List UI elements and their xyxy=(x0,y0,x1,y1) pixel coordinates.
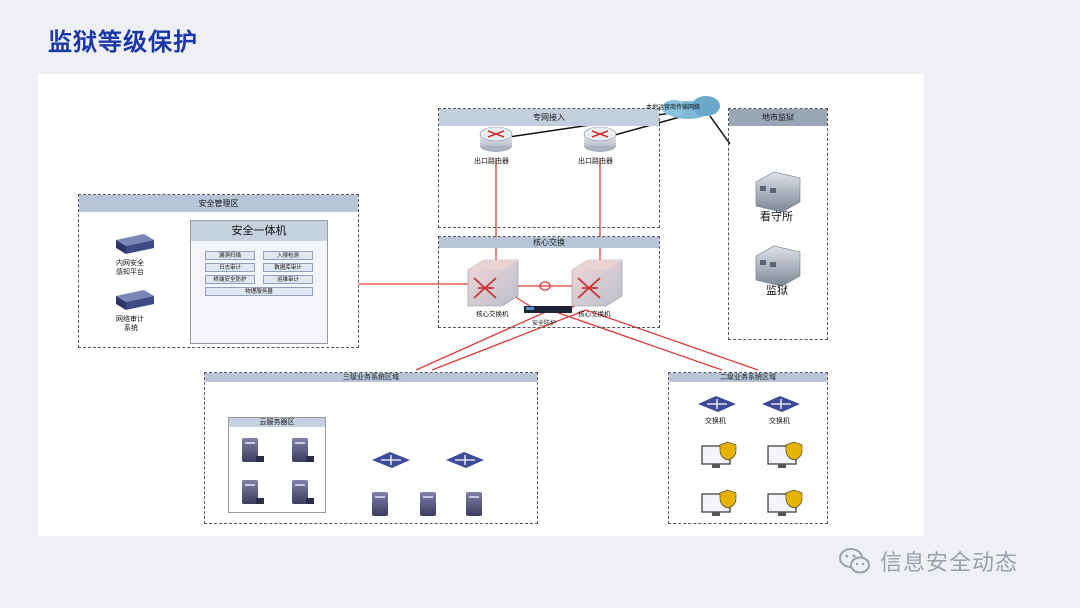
aio-module: 日志审计 xyxy=(205,263,255,272)
zone-core-switching: 核心交换 xyxy=(438,236,660,328)
aio-module: 终端安全防护 xyxy=(205,275,255,284)
secure-pc-icon xyxy=(701,489,737,516)
wechat-icon xyxy=(839,548,870,574)
aio-module: 漏洞扫描 xyxy=(205,251,255,260)
watermark: 信息安全动态 xyxy=(838,544,1018,578)
router-icon xyxy=(479,126,513,152)
zone-security-management: 安全管理区 xyxy=(78,194,359,348)
router-icon xyxy=(583,126,617,152)
switch-label: 交换机 xyxy=(769,417,790,425)
switch-icon xyxy=(372,452,410,468)
audit-system-label: 网络审计 xyxy=(116,315,144,323)
server-icon xyxy=(116,234,154,254)
firewall-icon xyxy=(524,306,572,313)
server-tower-icon xyxy=(242,480,264,504)
prison-label: 监狱 xyxy=(766,284,788,297)
zone-city-prison: 地市监狱 xyxy=(728,108,828,340)
intranet-platform-label: 内网安全 xyxy=(116,259,144,267)
server-tower-icon xyxy=(420,492,436,516)
switch-icon xyxy=(762,396,800,412)
cloud-label: 本地运营商传输网络 xyxy=(646,104,701,111)
core-switch-label: 核心交换机 xyxy=(476,310,509,318)
router-label: 出口路由器 xyxy=(474,157,509,165)
zone-title: 云服务器区 xyxy=(229,418,325,427)
zone-title: 核心交换 xyxy=(439,237,659,248)
network-diagram: 专网接入 地市监狱 安全管理区 核心交换 三级业务系统区域 二级业务系统区域 云… xyxy=(38,74,924,536)
cloud-icon xyxy=(662,96,720,119)
server-tower-icon xyxy=(292,480,314,504)
router-label: 出口路由器 xyxy=(578,157,613,165)
server-tower-icon xyxy=(372,492,388,516)
aio-module: 入侵检测 xyxy=(263,251,313,260)
aio-module: 运维审计 xyxy=(263,275,313,284)
watermark-text: 信息安全动态 xyxy=(880,551,1019,576)
server-tower-icon xyxy=(242,438,264,462)
zone-private-network: 专网接入 xyxy=(438,108,660,228)
switch-label: 交换机 xyxy=(705,417,726,425)
building-icon xyxy=(755,171,801,213)
zone-title: 专网接入 xyxy=(439,109,659,126)
aio-module: 数据库审计 xyxy=(263,263,313,272)
detention-center-label: 看守所 xyxy=(760,210,793,223)
secure-pc-icon xyxy=(767,441,803,468)
secure-pc-icon xyxy=(701,441,737,468)
aio-title: 安全一体机 xyxy=(191,221,327,241)
secure-pc-icon xyxy=(767,489,803,516)
core-switch-label: 核心交换机 xyxy=(578,310,611,318)
audit-system-label: 系统 xyxy=(124,324,138,332)
firewall-label: 安全防护 xyxy=(532,320,557,327)
server-tower-icon xyxy=(466,492,482,516)
aio-module: 物理服务器 xyxy=(205,287,313,296)
zone-title: 三级业务系统区域 xyxy=(205,373,537,382)
server-tower-icon xyxy=(292,438,314,462)
zone-title: 安全管理区 xyxy=(79,195,358,212)
building-icon xyxy=(755,245,801,287)
server-icon xyxy=(116,290,154,310)
slide-title: 监狱等级保护 xyxy=(48,28,198,56)
switch-icon xyxy=(698,396,736,412)
zone-title: 地市监狱 xyxy=(729,109,827,126)
zone-title: 二级业务系统区域 xyxy=(669,373,827,382)
zone-level3-business: 三级业务系统区域 xyxy=(204,372,538,524)
core-switch-icon xyxy=(467,259,519,307)
zone-cloud-servers: 云服务器区 xyxy=(228,417,326,513)
security-all-in-one-box: 安全一体机 漏洞扫描 入侵检测 日志审计 数据库审计 终端安全防护 运维审计 物… xyxy=(190,220,328,344)
intranet-platform-label: 感知平台 xyxy=(116,268,144,276)
switch-icon xyxy=(446,452,484,468)
core-switch-icon xyxy=(571,259,623,307)
zone-level2-business: 二级业务系统区域 xyxy=(668,372,828,524)
